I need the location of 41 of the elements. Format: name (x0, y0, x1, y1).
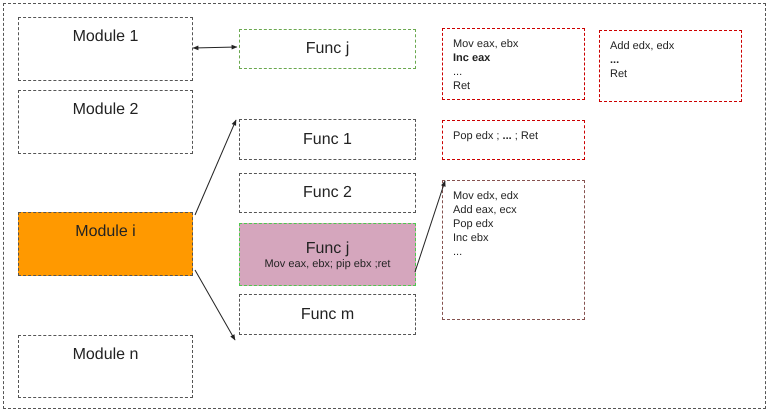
arrow (192, 44, 238, 50)
code-line: Pop edx (453, 217, 494, 231)
code-line: ... (453, 245, 464, 259)
node-label: Module 2 (72, 101, 140, 119)
code-line: ... (610, 53, 620, 67)
code-line: Add edx, edx (610, 39, 676, 53)
arrow (414, 180, 446, 272)
module-box (18, 212, 193, 276)
code-line: Inc eax (453, 51, 492, 65)
node-label: Func j (306, 40, 350, 58)
code-box (442, 180, 585, 320)
node-label: Module n (72, 346, 140, 364)
code-line: Mov eax, ebx (453, 37, 520, 51)
function-box (239, 119, 416, 160)
node-label: Module i (74, 223, 137, 241)
node-label: Func 1 (303, 130, 352, 148)
code-box (442, 120, 585, 160)
module-box (18, 335, 193, 398)
node-label: Func m (300, 306, 354, 324)
code-line: Mov eax, ebx; pip ebx ;ret (264, 258, 390, 270)
code-line: Pop edx ; ... ; Ret (453, 129, 540, 143)
function-box (239, 294, 416, 335)
code-line: ... (453, 65, 464, 79)
function-box (239, 29, 416, 69)
code-line: Ret (453, 79, 472, 93)
code-line: Mov edx, edx (453, 189, 520, 203)
node-label: Func 2 (303, 184, 352, 202)
code-line: Add eax, ecx (453, 203, 518, 217)
code-line: Ret (610, 67, 628, 81)
function-box (239, 223, 416, 286)
node-label: Module 1 (72, 28, 140, 46)
code-box (442, 28, 585, 100)
code-line: Inc ebx (453, 231, 490, 245)
function-box (239, 173, 416, 213)
node-label: Func j (306, 240, 350, 258)
arrow (194, 270, 236, 341)
module-box (18, 90, 193, 154)
code-box (599, 30, 742, 102)
module-box (18, 17, 193, 81)
arrow (194, 119, 236, 216)
container-box (3, 3, 766, 409)
